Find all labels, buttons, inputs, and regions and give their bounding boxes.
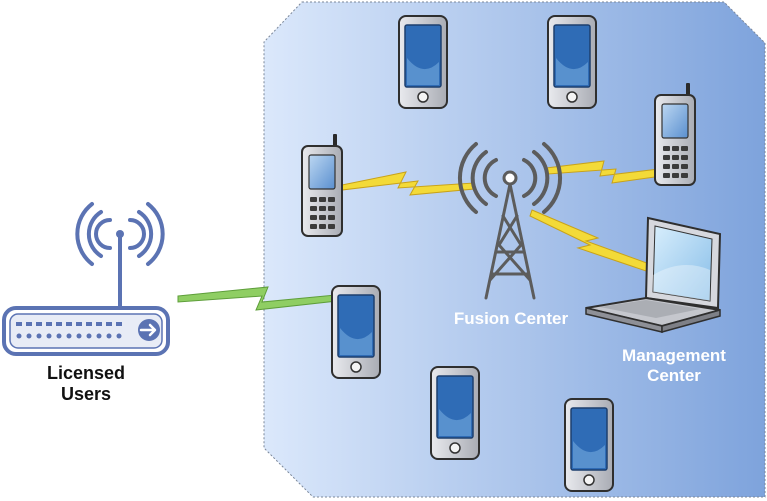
router-icon	[2, 202, 170, 356]
fusion-center-label: Fusion Center	[453, 309, 569, 328]
licensed-users-label-line1: Licensed	[46, 363, 126, 383]
tablet-icon	[430, 366, 480, 460]
coverage-region	[263, 1, 766, 498]
licensed-users-label: Licensed Users	[30, 363, 142, 405]
laptop-icon	[585, 216, 722, 333]
feature-phone-icon	[654, 82, 696, 186]
management-center-label-line1: Management	[622, 346, 726, 365]
cell-tower-icon	[458, 142, 562, 300]
tablet-icon	[398, 15, 448, 109]
feature-phone-icon	[301, 133, 343, 237]
tablet-icon	[331, 285, 381, 379]
management-center-label-line2: Center	[647, 366, 701, 385]
tablet-icon	[547, 15, 597, 109]
licensed-users-label-line2: Users	[60, 384, 112, 404]
tablet-icon	[564, 398, 614, 492]
management-center-label: Management Center	[602, 346, 746, 386]
